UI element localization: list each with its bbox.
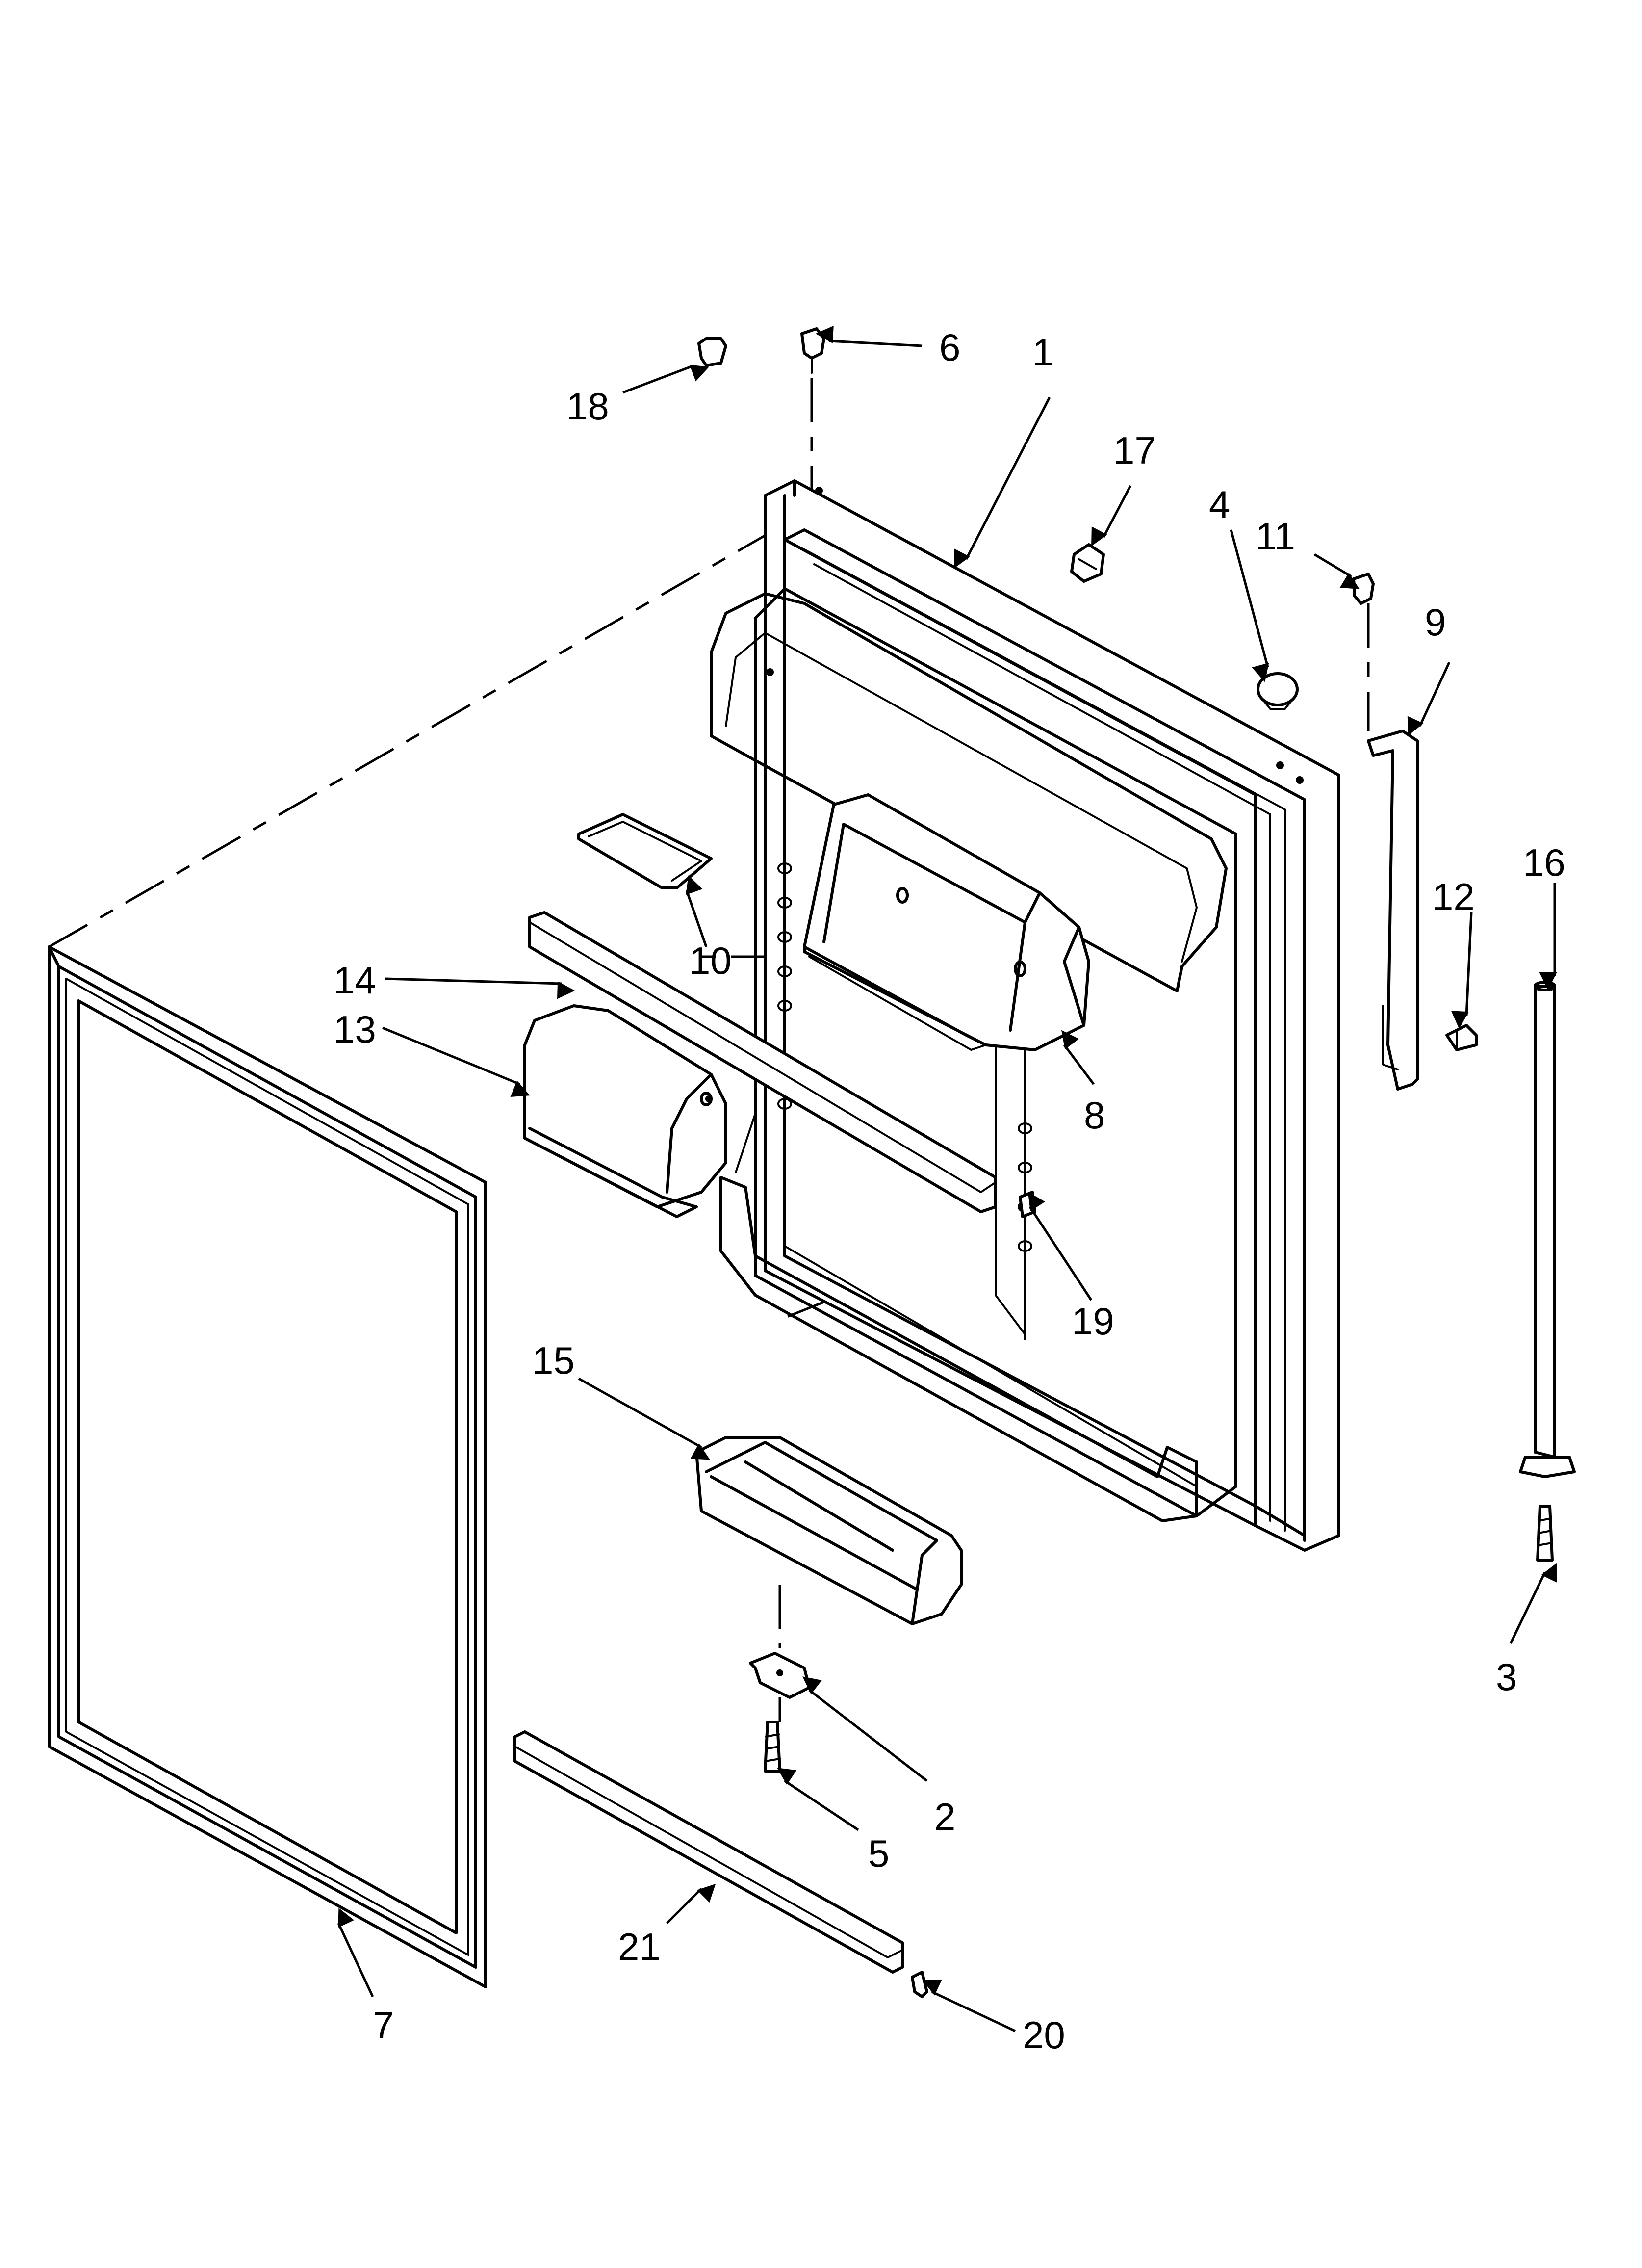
callout-13: 13: [334, 1008, 376, 1051]
leader-lines: [337, 325, 1557, 2033]
bottom-hinge-part-2: [749, 1652, 811, 1699]
callout-8: 8: [1084, 1094, 1105, 1137]
screw-part-5: [764, 1721, 781, 1773]
callout-3: 3: [1496, 1655, 1517, 1698]
cam-part-17: [1070, 543, 1105, 583]
door-gasket-part-7: [48, 945, 487, 1988]
screw-part-11: [1352, 573, 1375, 605]
callout-4: 4: [1209, 483, 1230, 526]
callout-17: 17: [1113, 429, 1156, 472]
callout-labels: 1 2 3 4 5 6 7 8 9 10 11 12 13 14 15 16 1…: [334, 326, 1565, 2057]
door-bin-part-8: [803, 793, 1090, 1051]
screw-part-6: [800, 327, 825, 374]
callout-7: 7: [373, 2004, 394, 2047]
callout-1: 1: [1032, 331, 1053, 374]
screw-part-3: [1536, 1505, 1554, 1562]
callout-9: 9: [1425, 600, 1446, 644]
top-hinge-part-9: [1367, 730, 1419, 1091]
callout-5: 5: [868, 1832, 889, 1875]
shelf-trim-part-14: [528, 911, 997, 1213]
callout-21: 21: [618, 1925, 661, 1968]
tray-part-10: [577, 813, 713, 889]
callout-6: 6: [939, 326, 960, 369]
callout-12: 12: [1432, 875, 1475, 918]
callout-11: 11: [1256, 515, 1295, 558]
callout-19: 19: [1072, 1300, 1114, 1343]
plug-part-4: [1257, 672, 1299, 710]
assembly-guide-lines: [778, 378, 1370, 1722]
callout-15: 15: [532, 1339, 575, 1382]
clip-part-20: [911, 1971, 928, 1998]
callout-10: 10: [689, 939, 732, 982]
callout-16: 16: [1523, 841, 1565, 884]
hinge-rod-part-16: [1519, 981, 1576, 1478]
cabinet-reference-lines: [48, 528, 829, 1321]
screw-part-12: [1445, 1024, 1478, 1051]
plug-part-18: [697, 337, 727, 367]
dairy-bin-part-13: [523, 1004, 727, 1218]
callout-2: 2: [934, 1795, 955, 1838]
callout-14: 14: [334, 959, 376, 1002]
callout-18: 18: [566, 385, 609, 428]
door-bin-part-15: [695, 1436, 963, 1625]
callout-20: 20: [1023, 2013, 1065, 2057]
bottom-trim-part-21: [513, 1730, 904, 1974]
